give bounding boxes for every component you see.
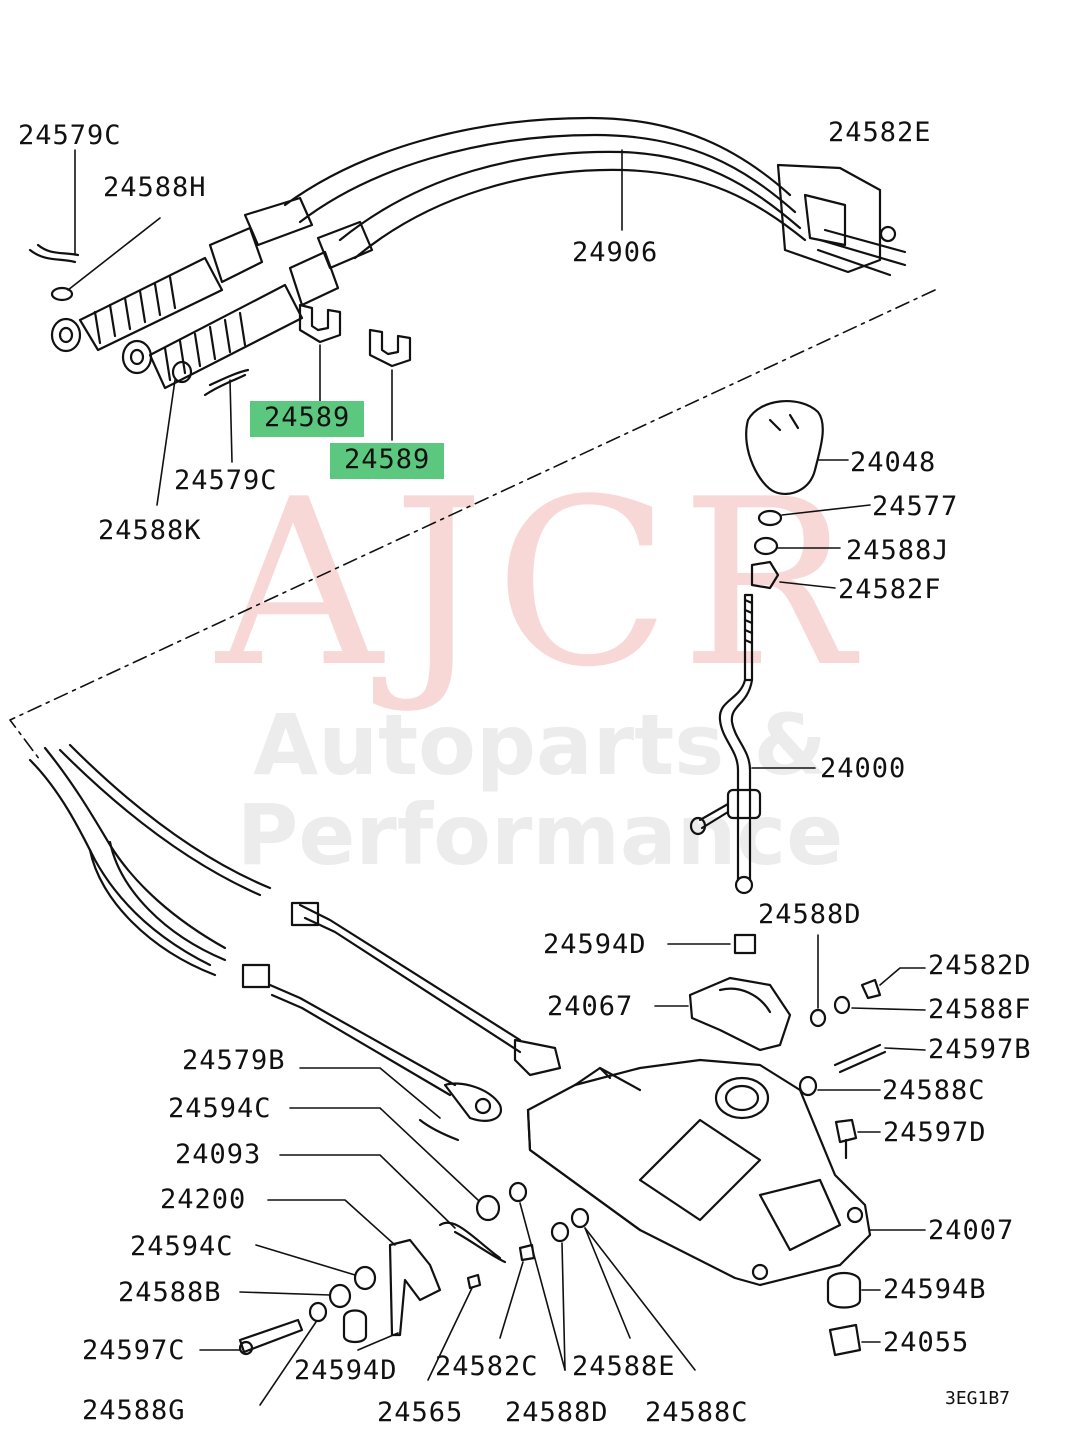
shifter-base (526, 1058, 926, 1287)
label-24597B: 24597B (928, 1034, 1032, 1065)
label-24594C-low: 24594C (130, 1231, 234, 1262)
label-24565: 24565 (377, 1397, 464, 1428)
label-24906: 24906 (572, 237, 659, 268)
label-24588C-low: 24588C (645, 1397, 749, 1428)
label-24597D: 24597D (883, 1117, 987, 1148)
shift-cable-lower (28, 743, 562, 1142)
watermark-tagline: Autoparts & Performance (236, 696, 844, 884)
label-24594C-top: 24594C (168, 1093, 272, 1124)
label-24048: 24048 (850, 447, 937, 478)
shift-lever-assembly (689, 400, 871, 895)
label-24007: 24007 (928, 1215, 1015, 1246)
label-24579C-mid: 24579C (174, 465, 278, 496)
label-24582C: 24582C (435, 1351, 539, 1382)
label-24000: 24000 (820, 753, 907, 784)
label-24588D-top: 24588D (758, 899, 862, 930)
label-24200: 24200 (160, 1184, 247, 1215)
shift-cable-upper (50, 116, 907, 390)
label-24588D-low: 24588D (505, 1397, 609, 1428)
label-24588H: 24588H (103, 172, 207, 203)
lever-bracket-24067 (654, 976, 792, 1052)
small-hardware (199, 933, 926, 1406)
upper-small-parts (28, 149, 250, 506)
label-24055: 24055 (883, 1327, 970, 1358)
label-24579B: 24579B (182, 1045, 286, 1076)
label-24093: 24093 (175, 1139, 262, 1170)
label-24589-highlight-a: 24589 (250, 401, 365, 437)
label-24597C: 24597C (82, 1335, 186, 1366)
label-24582F: 24582F (838, 574, 942, 605)
label-24594B: 24594B (883, 1274, 987, 1305)
label-24577: 24577 (872, 491, 959, 522)
label-24594D-top: 24594D (543, 929, 647, 960)
label-24582D: 24582D (928, 950, 1032, 981)
label-24588G: 24588G (82, 1395, 186, 1426)
dashed-connector (9, 289, 936, 761)
label-24588E: 24588E (572, 1351, 676, 1382)
label-24589-highlight-b: 24589 (330, 443, 445, 479)
label-24588B: 24588B (118, 1277, 222, 1308)
label-24588J: 24588J (846, 535, 950, 566)
watermark-brand: AJCR (216, 451, 864, 718)
label-24582E: 24582E (828, 117, 932, 148)
label-24588C-right: 24588C (882, 1075, 986, 1106)
label-24579C-top: 24579C (18, 120, 122, 151)
diagram-code: 3EG1B7 (945, 1388, 1011, 1409)
label-24588K: 24588K (98, 515, 202, 546)
label-24594D-low: 24594D (294, 1355, 398, 1386)
cable-clips (298, 303, 412, 441)
label-24588F: 24588F (928, 994, 1032, 1025)
label-24067: 24067 (547, 991, 634, 1022)
